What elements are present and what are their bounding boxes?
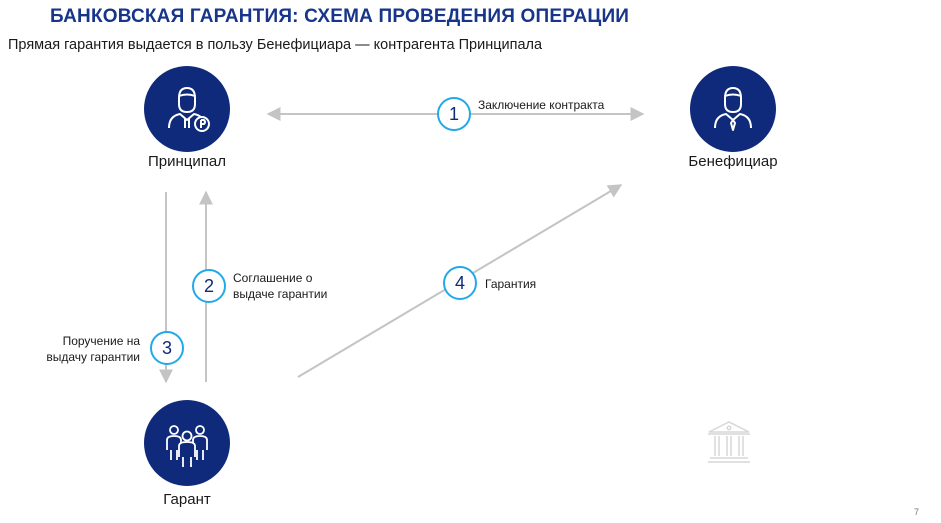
group-of-people-icon — [166, 425, 208, 467]
beneficiary-node — [690, 66, 776, 152]
page-subtitle: Прямая гарантия выдается в пользу Бенефи… — [8, 37, 543, 53]
step-3-text-line2: выдачу гарантии — [46, 350, 140, 364]
step-3-text-line1: Поручение на — [62, 334, 140, 348]
beneficiary-label: Бенефициар — [688, 153, 778, 170]
person-with-coin-icon — [168, 87, 210, 132]
step-2-badge: 2 — [192, 269, 226, 303]
step-2-text-line1: Соглашение о — [233, 271, 313, 285]
page-title: БАНКОВСКАЯ ГАРАНТИЯ: СХЕМА ПРОВЕДЕНИЯ ОП… — [50, 6, 630, 27]
step-4-text: Гарантия — [485, 277, 537, 291]
step-1-badge: 1 — [437, 97, 471, 131]
step-3-badge: 3 — [150, 331, 184, 365]
step-2-text-line2: выдаче гарантии — [233, 287, 328, 301]
page-number: 7 — [913, 507, 919, 517]
guarantor-label: Гарант — [163, 491, 211, 508]
step-1-text: Заключение контракта — [478, 98, 605, 112]
principal-node — [144, 66, 230, 152]
step-2-text: Соглашение о выдаче гарантии — [233, 270, 327, 302]
step-4-badge: 4 — [443, 266, 477, 300]
bank-building-icon — [708, 421, 750, 463]
step-3-text: Поручение на выдачу гарантии — [34, 333, 140, 365]
person-with-tie-icon — [714, 87, 752, 131]
guarantor-node — [144, 400, 230, 486]
principal-label: Принципал — [148, 153, 226, 170]
